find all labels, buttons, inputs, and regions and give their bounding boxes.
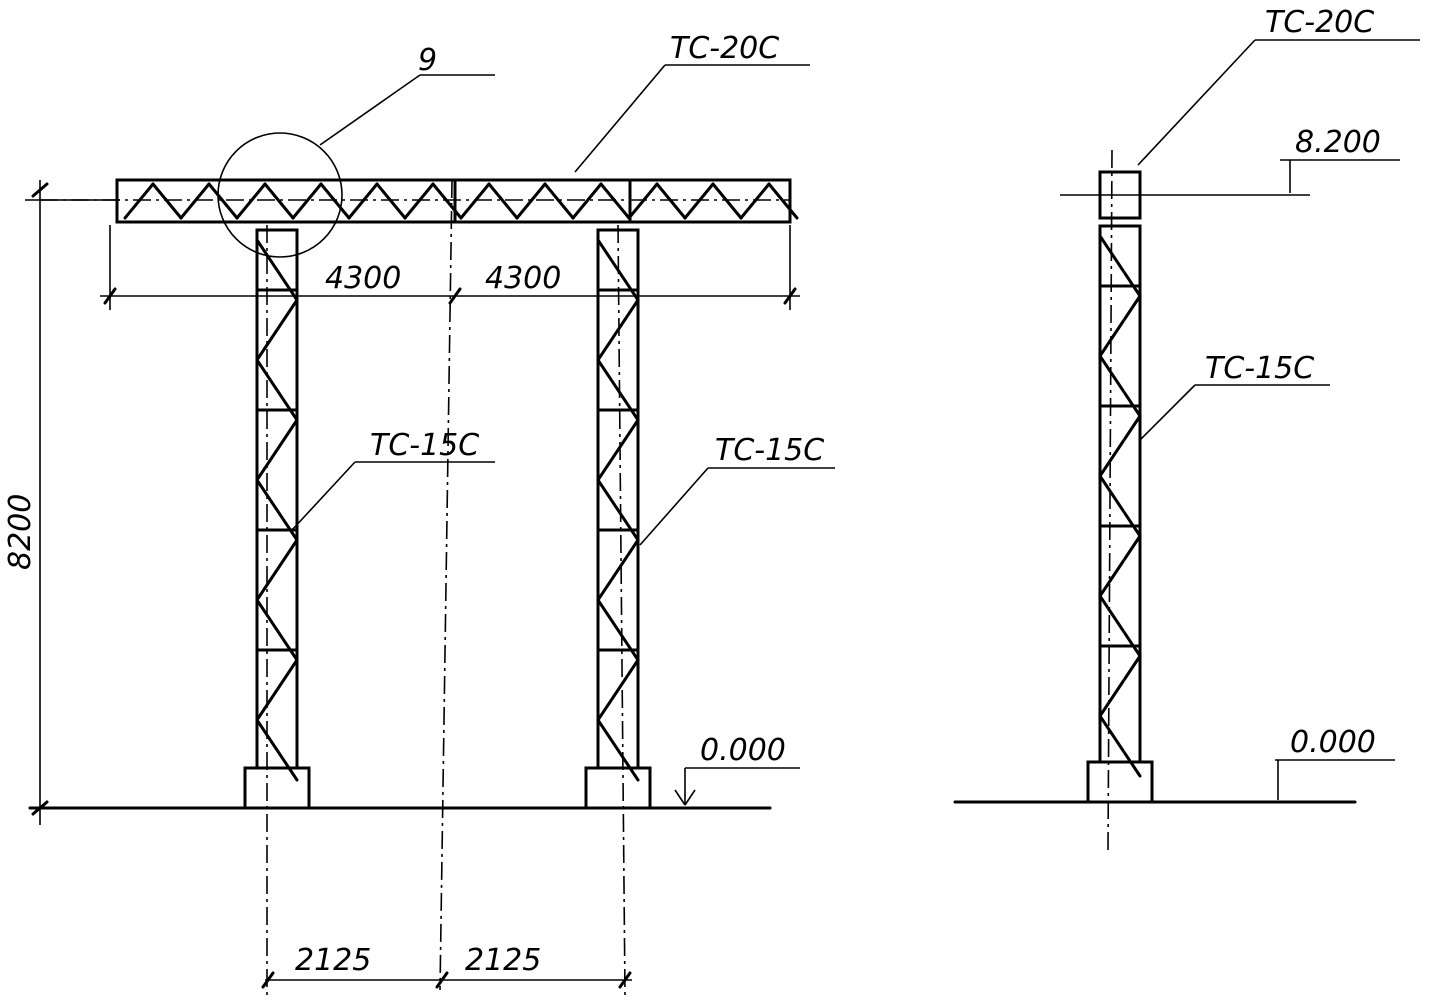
dim-tick	[103, 287, 117, 305]
side-column-label: ТС-15С	[1205, 351, 1314, 386]
column-leader	[639, 467, 709, 546]
truss-diagonal	[683, 182, 715, 220]
dim-tick	[448, 287, 462, 305]
column-leader	[291, 461, 356, 531]
dim-tick	[435, 971, 449, 989]
detail-leader	[319, 74, 421, 146]
dim-tick	[31, 182, 49, 198]
side-truss-label: ТС-20С	[1265, 5, 1374, 40]
truss-leader	[574, 64, 666, 173]
column-axis	[617, 224, 626, 996]
column-diagonal	[596, 538, 640, 602]
truss-diagonal	[459, 182, 491, 220]
truss-diagonal	[599, 182, 631, 220]
truss-diagonal	[375, 182, 407, 220]
truss-diagonal	[347, 182, 379, 220]
truss-label: ТС-20С	[670, 31, 779, 66]
ground-level-left: 0.000	[700, 733, 786, 768]
truss-diagonal	[235, 182, 267, 220]
dim-tick	[783, 287, 797, 305]
column-diagonal	[1098, 414, 1142, 478]
column-diagonal	[596, 658, 640, 722]
offset-left: 2125	[295, 943, 371, 978]
column-diagonal	[255, 658, 299, 722]
dim-tick	[618, 971, 632, 989]
height-dim: 8200	[3, 494, 38, 570]
column-left-label: ТС-15С	[370, 428, 479, 463]
detail-circle	[217, 132, 343, 258]
truss-diagonal	[431, 182, 463, 220]
column-diagonal	[255, 538, 299, 602]
column-diagonal	[255, 418, 299, 482]
truss-diagonal	[543, 182, 575, 220]
offset-right: 2125	[465, 943, 541, 978]
truss-diagonal	[151, 182, 183, 220]
dim-tick	[31, 800, 49, 816]
truss-diagonal	[515, 182, 547, 220]
center-axis	[439, 179, 453, 991]
dim-tick	[261, 971, 275, 989]
truss-diagonal	[767, 182, 799, 220]
column-right-label: ТС-15С	[715, 433, 824, 468]
truss-diagonal	[319, 182, 351, 220]
detail-callout: 9	[418, 43, 437, 78]
truss-diagonal	[711, 182, 743, 220]
truss-diagonal	[655, 182, 687, 220]
drawing-geometry	[25, 39, 1420, 996]
truss-diagonal	[263, 182, 295, 220]
span-left: 4300	[325, 261, 401, 296]
truss-diagonal	[571, 182, 603, 220]
column-diagonal	[596, 418, 640, 482]
side-column-leader	[1139, 384, 1196, 441]
truss-diagonal	[179, 182, 211, 220]
truss-diagonal	[487, 182, 519, 220]
truss-diagonal	[627, 182, 659, 220]
truss-diagonal	[123, 182, 155, 220]
level-mark	[684, 789, 696, 806]
column-diagonal	[596, 298, 640, 362]
truss-diagonal	[291, 182, 323, 220]
column-diagonal	[1098, 534, 1142, 598]
column-left-base	[243, 766, 311, 810]
column-diagonal	[1098, 714, 1142, 778]
column-right-base	[584, 766, 652, 810]
span-right: 4300	[485, 261, 561, 296]
column-diagonal	[596, 718, 640, 782]
truss-diagonal	[739, 182, 771, 220]
side-truss-leader	[1137, 39, 1256, 166]
side-column-base	[1086, 760, 1154, 804]
column-diagonal	[1098, 294, 1142, 358]
column-diagonal	[255, 718, 299, 782]
side-top-level: 8.200	[1295, 125, 1381, 160]
truss-diagonal	[403, 182, 435, 220]
side-ground-level: 0.000	[1290, 725, 1376, 760]
side-axis	[1107, 149, 1113, 851]
level-mark	[674, 789, 686, 806]
truss-diagonal	[207, 182, 239, 220]
column-diagonal	[1098, 654, 1142, 718]
column-diagonal	[255, 298, 299, 362]
